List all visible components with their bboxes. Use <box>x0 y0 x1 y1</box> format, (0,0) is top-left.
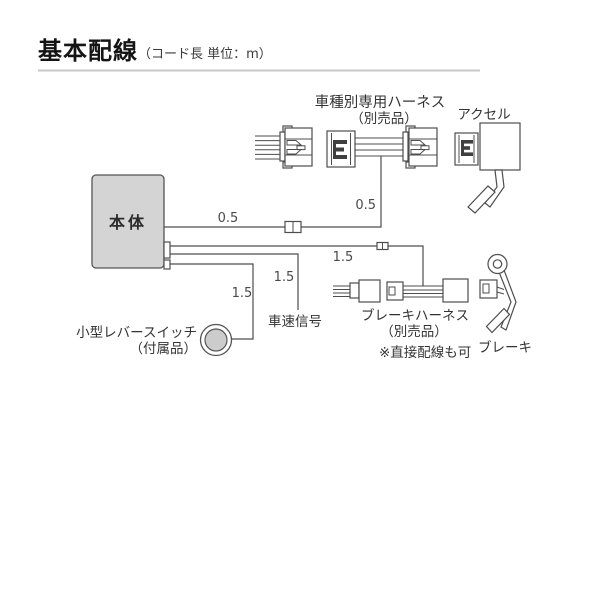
latch-wedge <box>410 140 427 146</box>
inline-connector-small <box>376 241 389 251</box>
harness-left-connector <box>326 130 356 168</box>
accelerator-label: アクセル <box>457 107 510 123</box>
brake-vehicle-side-connector <box>333 279 381 303</box>
connector-body <box>358 279 381 303</box>
length-unit-to-brake: 1.5 <box>333 250 354 265</box>
wire-brake <box>170 245 424 286</box>
connector-rear-bar <box>402 131 409 162</box>
brake-pedal <box>485 253 517 334</box>
wiring: 0.5 0.5 1.5 1.5 車速信号 1.5 <box>163 156 424 340</box>
connector-body <box>408 127 438 167</box>
lever-switch-section: 小型レバースイッチ （付属品） <box>76 323 233 357</box>
accelerator-section: アクセル <box>454 107 521 214</box>
brake-label: ブレーキ <box>478 339 532 356</box>
length-harness-drop: 0.5 <box>355 198 376 213</box>
header: 基本配線 （コード長 単位：m） <box>38 37 480 72</box>
vehicle-harness-section: 車種別専用ハーネス （別売品） <box>255 94 446 169</box>
harness-wire-bundle <box>355 137 403 157</box>
accelerator-connector <box>454 132 479 166</box>
latch-slot <box>420 145 430 151</box>
connector-rear-bar <box>279 131 286 162</box>
pin-glyph <box>463 152 473 156</box>
lever-switch-button <box>204 328 228 352</box>
connector-wires <box>333 285 351 297</box>
brake-harness-sublabel: （別売品） <box>380 324 448 340</box>
brake-harness-section: ブレーキハーネス （別売品） ※直接配線も可 <box>333 278 471 361</box>
connector-wires <box>255 135 281 160</box>
wire-lever-switch <box>170 263 254 340</box>
harness-right-connector <box>402 125 438 169</box>
inline-connector <box>284 220 302 234</box>
latch-slot <box>296 145 306 151</box>
pin-glyph <box>333 140 336 159</box>
pin-glyph <box>335 140 347 144</box>
speed-signal-label: 車速信号 <box>268 314 322 330</box>
wire-speed-signal <box>170 253 299 310</box>
pin-glyph <box>463 146 470 150</box>
pin-glyph <box>461 140 464 156</box>
brake-harness-left-plug <box>386 281 404 301</box>
pin-glyph <box>463 140 473 144</box>
brake-switch-connector <box>479 279 505 299</box>
pedal-pivot-inner <box>492 259 503 269</box>
lever-switch-label: 小型レバースイッチ <box>76 325 197 341</box>
vehicle-side-connector <box>255 125 313 169</box>
main-unit-output-stub <box>163 259 171 270</box>
main-unit-section: 本体 <box>91 174 165 269</box>
direct-wiring-note: ※直接配線も可 <box>379 344 471 361</box>
pin-glyph <box>335 155 347 159</box>
vehicle-harness-label: 車種別専用ハーネス <box>315 94 446 111</box>
pin-glyph <box>335 147 344 152</box>
brake-harness-right-connector <box>442 278 469 303</box>
main-unit-label: 本体 <box>109 213 147 232</box>
brake-harness-label: ブレーキハーネス <box>361 307 469 324</box>
page-title-unit-note: （コード長 単位：m） <box>138 46 272 62</box>
length-unit-to-harness: 0.5 <box>218 211 239 226</box>
connector-body <box>284 127 313 167</box>
latch-wedge <box>286 140 303 146</box>
connector-rear <box>349 282 360 299</box>
accelerator-unit-box <box>479 122 521 171</box>
pedal-pad <box>467 185 496 214</box>
lever-switch-sublabel: （付属品） <box>130 341 198 357</box>
connector-link-line <box>496 291 505 295</box>
brake-section: ブレーキ <box>478 253 532 356</box>
wire-accel <box>164 156 382 228</box>
length-unit-to-speed-signal: 1.5 <box>274 270 295 285</box>
connector-notch <box>388 286 396 296</box>
main-unit-box <box>91 174 165 269</box>
vehicle-harness-sublabel: （別売品） <box>350 111 418 127</box>
brake-harness-wire-bundle <box>403 285 443 298</box>
connector-notch <box>482 283 490 294</box>
accelerator-pedal <box>467 169 505 214</box>
pedal-pad <box>485 307 511 334</box>
length-unit-to-lever-switch: 1.5 <box>232 286 253 301</box>
connector-link-line <box>496 286 505 290</box>
page-title: 基本配線 <box>38 37 138 65</box>
main-unit-output-stub <box>163 241 171 259</box>
